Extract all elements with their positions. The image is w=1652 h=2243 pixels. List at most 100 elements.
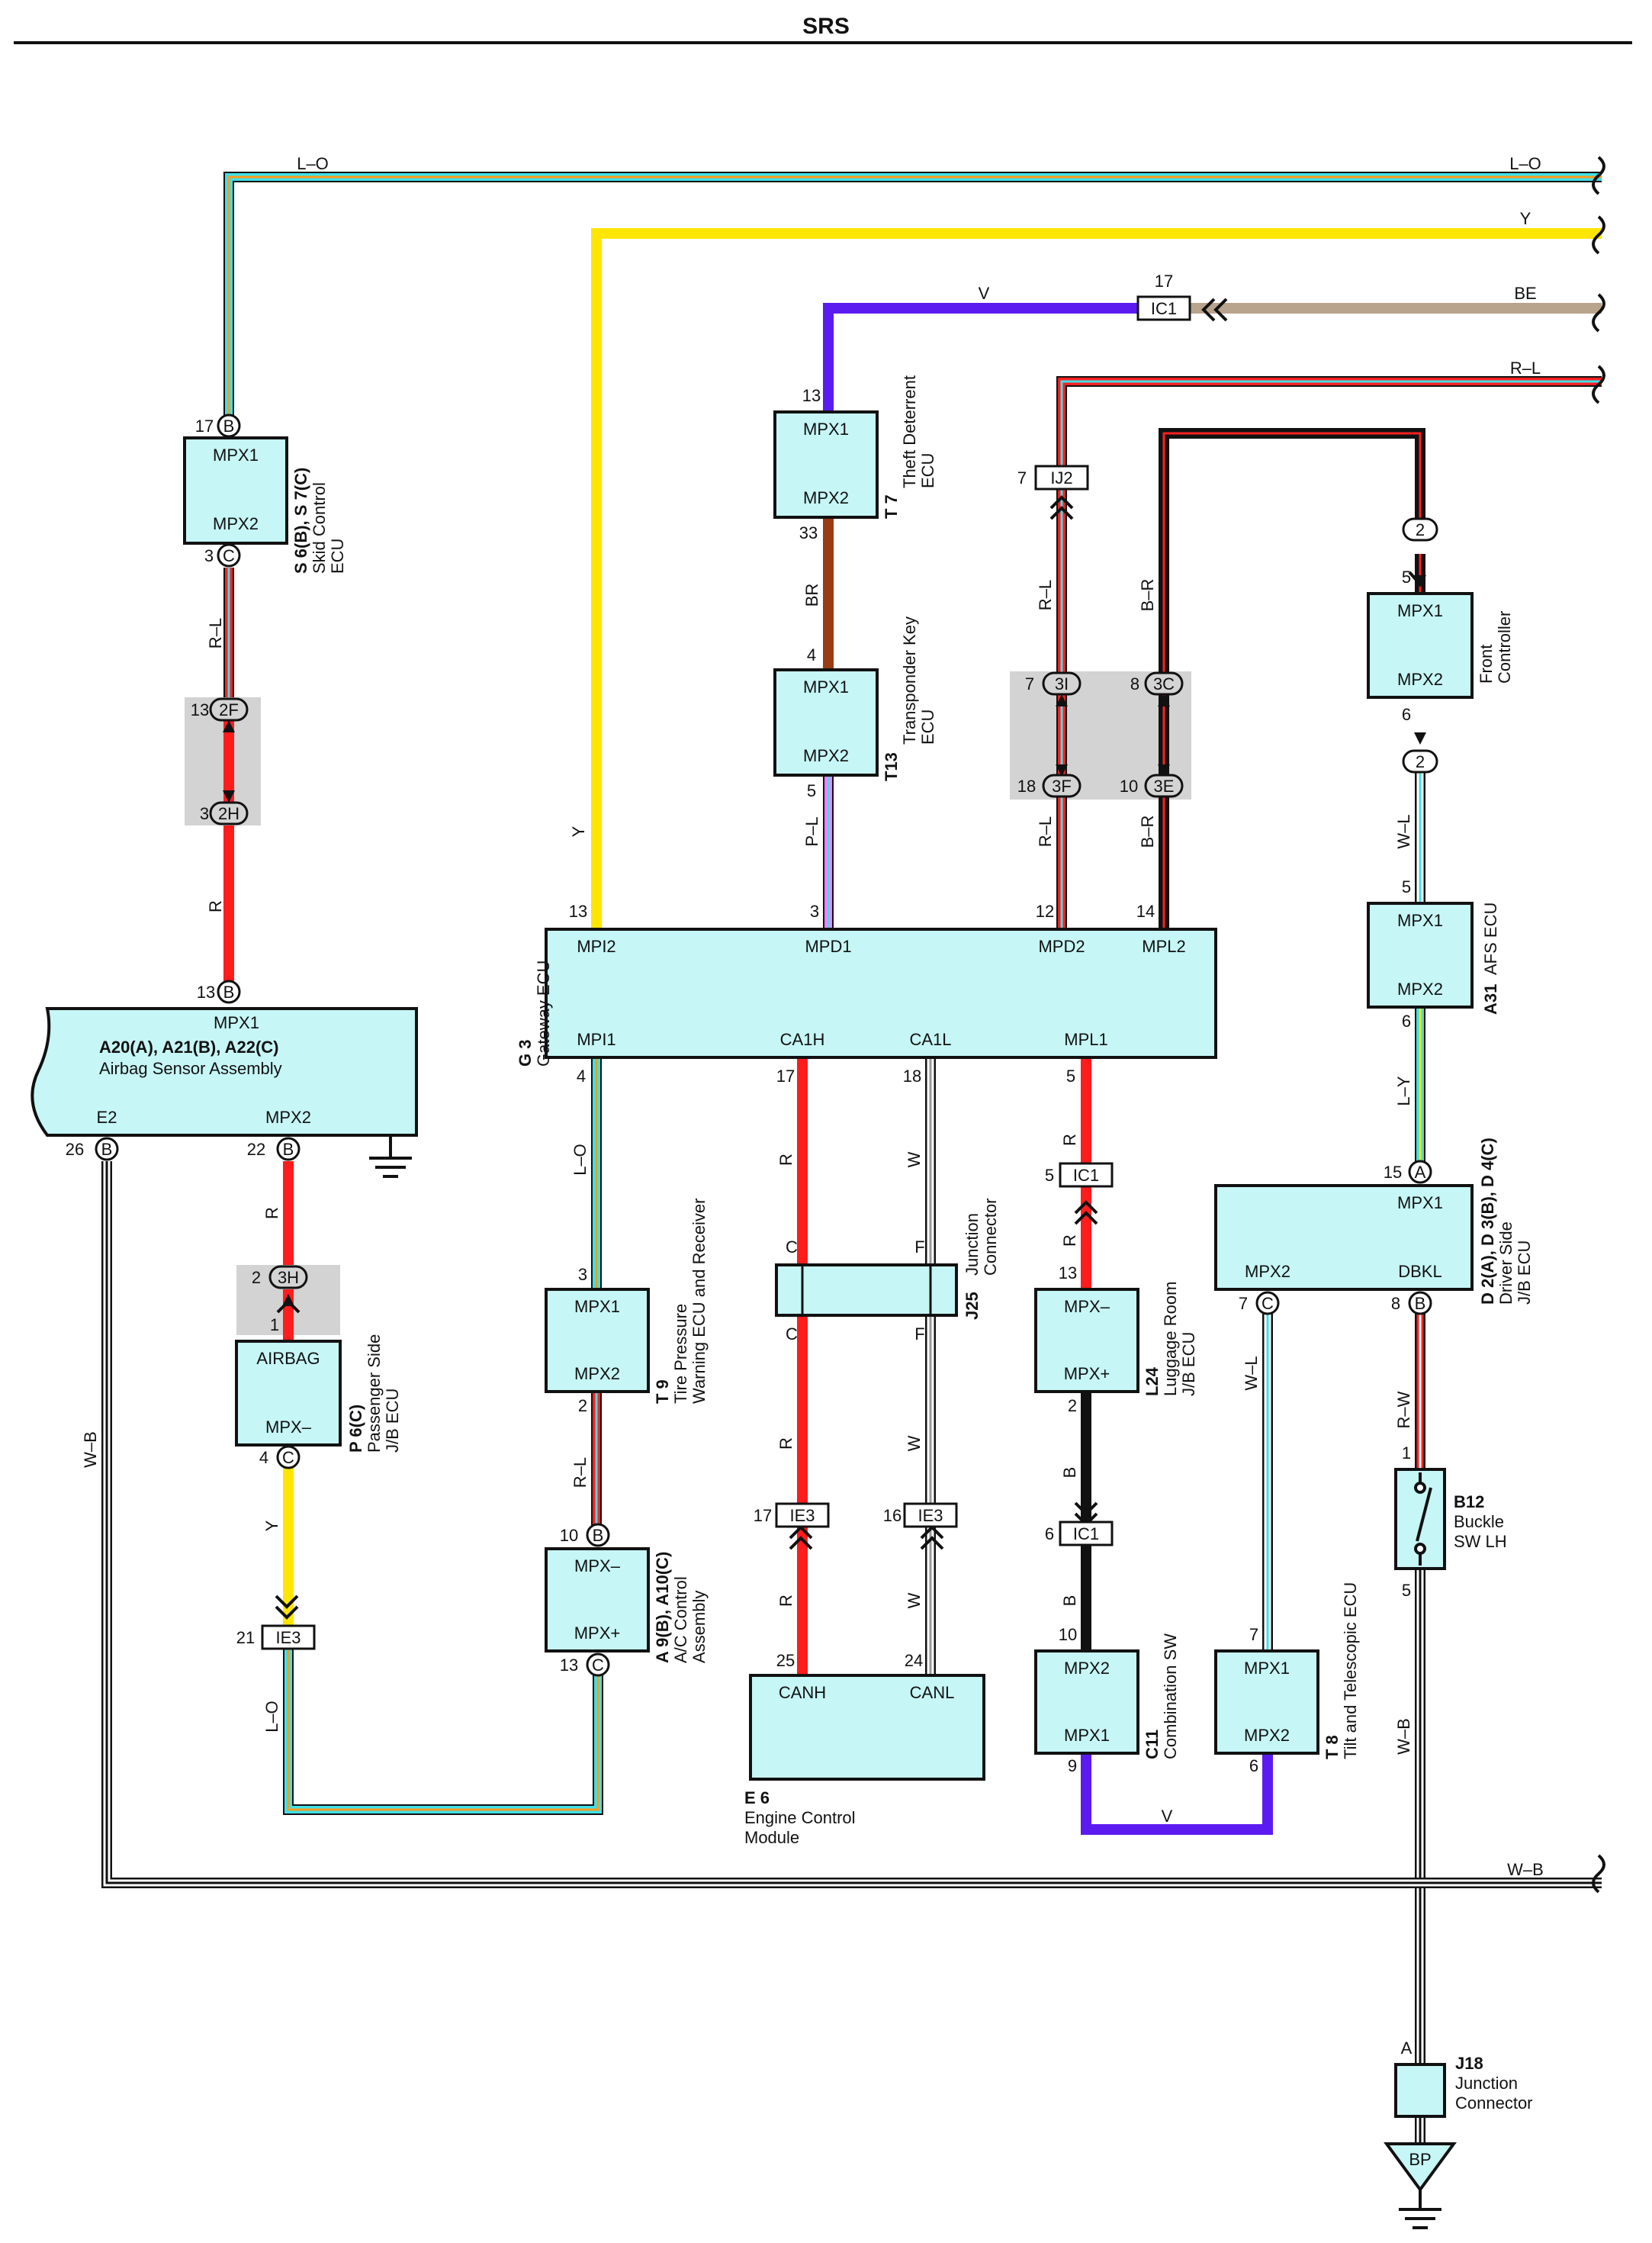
break-mark	[1592, 365, 1605, 404]
connector-tag: IC1	[1059, 1521, 1114, 1546]
wire-v-top	[823, 303, 1141, 412]
passenger-side-jb-ecu-box	[235, 1340, 342, 1447]
pin-number: 18	[1017, 777, 1036, 796]
g3-code: G 3	[516, 1040, 535, 1067]
p6-name1: Passenger Side	[365, 1334, 384, 1453]
connector-tag: IC1	[1136, 295, 1191, 321]
pin-connector: C	[586, 1652, 610, 1677]
afs-pin-mpx1: MPX1	[1397, 911, 1443, 930]
j25-name2: Connector	[981, 1198, 1000, 1276]
abs-name1: Airbag Sensor Assembly	[99, 1059, 282, 1078]
pin-letter: C	[1261, 1294, 1274, 1313]
wire-label: R–L	[1036, 816, 1055, 847]
g3-pin-mpi1: MPI1	[577, 1030, 615, 1049]
engine-control-module-box	[749, 1674, 985, 1781]
j25-terminal-letter: F	[914, 1237, 924, 1257]
junction-pill: 3E	[1144, 774, 1184, 798]
j18-code: J18	[1455, 2054, 1483, 2073]
pin-number: 6	[1045, 1524, 1054, 1543]
tire-pressure-ecu-box	[545, 1288, 650, 1393]
pin-number: 5	[1045, 1166, 1054, 1185]
arrow-2f-2h-up	[223, 720, 235, 732]
afs-code: A31	[1481, 984, 1500, 1015]
c11-label: C11 Combination SW	[1143, 1633, 1180, 1759]
wire-label: B	[1060, 1467, 1079, 1479]
abs-pin-mpx1: MPX1	[214, 1013, 259, 1032]
wire-label: L–O	[570, 1144, 590, 1176]
wire-label: R	[776, 1154, 795, 1166]
pin-number: 2	[578, 1396, 587, 1415]
t8-label: T 8 Tilt and Telescopic ECU	[1323, 1582, 1360, 1759]
connector-tag: IE3	[903, 1502, 958, 1528]
d2-pin-mpx1: MPX1	[1397, 1193, 1443, 1212]
a9-name1: A/C Control	[671, 1576, 690, 1663]
pin-number: 14	[1136, 902, 1155, 921]
abs-code: A20(A), A21(B), A22(C)	[99, 1038, 279, 1057]
j25-name1: Junction	[963, 1213, 982, 1276]
marks-layer	[275, 156, 1605, 1894]
combination-sw-box	[1034, 1649, 1139, 1755]
pin-number: 13	[802, 386, 821, 405]
pin-number: 12	[1036, 902, 1054, 921]
wire-v-bottom	[1081, 1753, 1273, 1835]
pin-connector: 2	[1402, 517, 1438, 542]
wire-label: Y	[262, 1520, 281, 1531]
e6-name1: Engine Control	[744, 1808, 856, 1827]
t8-pin-mpx2: MPX2	[1244, 1726, 1290, 1745]
pin-number: 3	[810, 902, 819, 921]
pin-connector: B	[95, 1137, 119, 1161]
afs-label: A31 AFS ECU	[1481, 903, 1500, 1015]
pin-letter: 2	[1416, 752, 1425, 771]
wire-label: Y	[569, 825, 588, 837]
pin-number: 10	[560, 1526, 578, 1545]
pin-letter: B	[101, 1140, 113, 1159]
g3-pin-mpl2: MPL2	[1142, 937, 1185, 956]
break-mark	[1592, 293, 1605, 333]
airbag-sensor-assembly-box	[31, 1007, 418, 1137]
a9-pin-mpx-plus: MPX+	[574, 1624, 621, 1643]
l24-pin-mpx-plus: MPX+	[1064, 1364, 1110, 1383]
wire-label: R	[262, 1207, 281, 1219]
junction-letter: 2F	[219, 700, 239, 719]
wire-label: V	[979, 284, 990, 303]
connector-arrow-ie3c	[275, 1595, 299, 1620]
s6-code: S 6(B), S 7(C)	[291, 468, 310, 574]
pin-number: 10	[1120, 777, 1138, 796]
pin-connector: B	[217, 414, 241, 438]
pin-number: 13	[191, 700, 209, 719]
pin-letter: 2	[1416, 520, 1425, 539]
t13-pin-mpx1: MPX1	[803, 677, 849, 697]
connector-tag-label: IC1	[1073, 1166, 1099, 1185]
arrow-front-top	[1414, 575, 1426, 587]
pin-number: 17	[1155, 272, 1173, 291]
d2-label: D 2(A), D 3(B), D 4(C) Driver Side J/B E…	[1478, 1138, 1534, 1305]
d2-pin-dbkl: DBKL	[1398, 1262, 1441, 1281]
wire-label: R	[1060, 1234, 1079, 1247]
pin-letter: B	[223, 417, 235, 436]
ground-bp-label: BP	[1409, 2150, 1431, 2169]
t13-name2: ECU	[918, 710, 937, 745]
g3-pin-mpl1: MPL1	[1064, 1030, 1107, 1049]
wire-label: L–Y	[1394, 1076, 1413, 1105]
e6-pin-canl: CANL	[910, 1683, 955, 1702]
pin-letter: A	[1415, 1163, 1426, 1182]
l24-name1: Luggage Room	[1161, 1282, 1180, 1396]
b12-name1: Buckle	[1454, 1512, 1504, 1531]
pin-number: 1	[1402, 1443, 1411, 1463]
break-mark	[1592, 215, 1605, 255]
junction-letter: 2H	[218, 804, 239, 823]
afs-pin-mpx2: MPX2	[1397, 980, 1443, 999]
t9-code: T 9	[653, 1379, 672, 1404]
t13-code: T13	[882, 752, 901, 781]
pin-letter: B	[1415, 1294, 1426, 1313]
pin-letter: B	[593, 1526, 604, 1545]
j18-junction-connector-box	[1394, 2063, 1446, 2118]
pin-connector: B	[1408, 1291, 1432, 1315]
d2-name2: J/B ECU	[1515, 1241, 1534, 1305]
wire-label: W	[905, 1151, 924, 1167]
pin-connector: A	[1408, 1160, 1432, 1184]
g3-pin-mpi2: MPI2	[577, 937, 615, 956]
pin-connector: B	[217, 980, 241, 1004]
t8-pin-mpx1: MPX1	[1244, 1659, 1290, 1678]
